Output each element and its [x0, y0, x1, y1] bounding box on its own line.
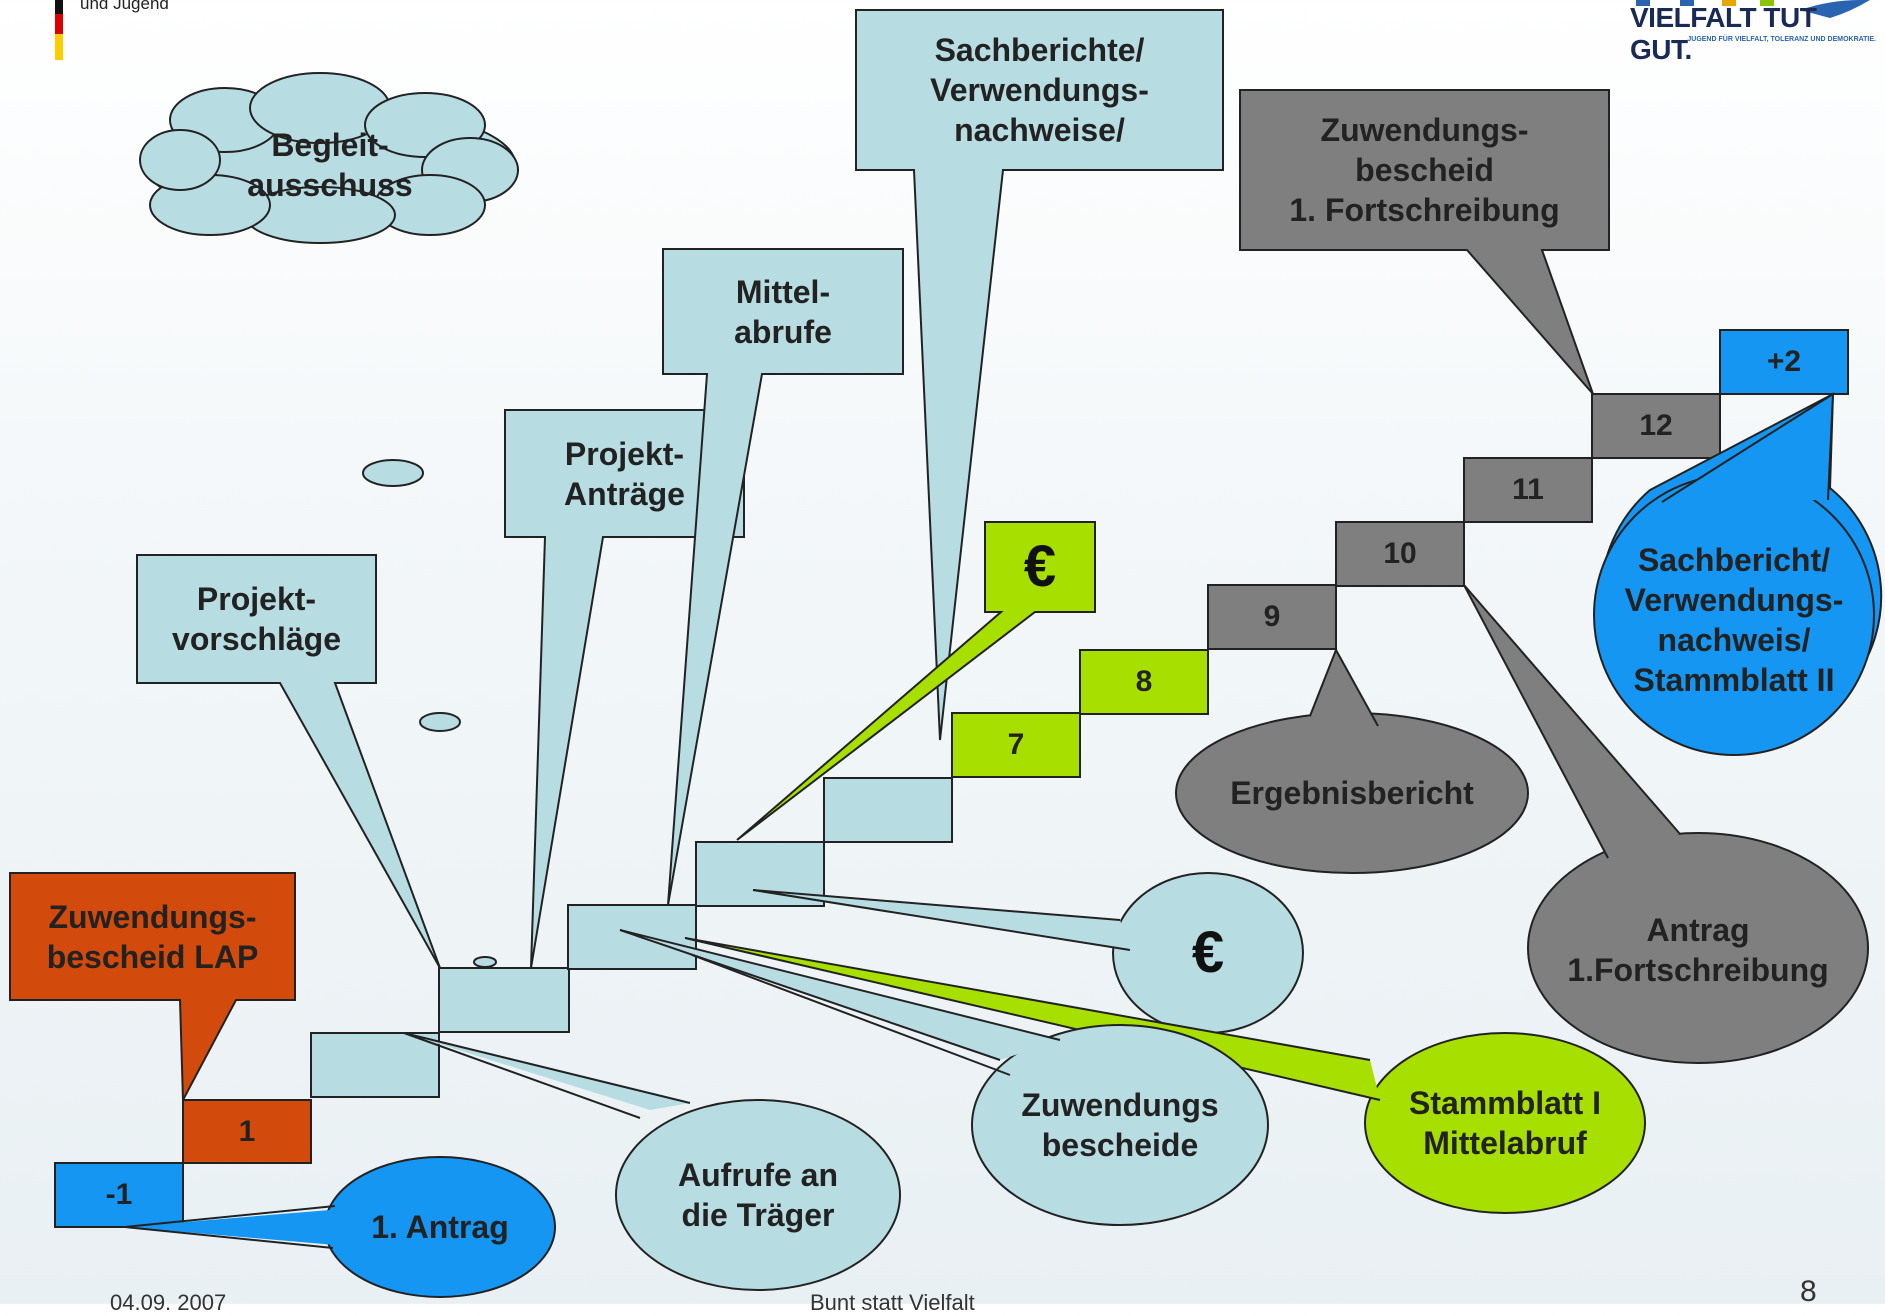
federal-logo-stripes [55, 0, 63, 60]
callout-aufrufe-pointer [404, 1033, 690, 1110]
step-minus1 [54, 1162, 184, 1228]
step-minus1-label: -1 [105, 1178, 133, 1212]
callout-zuwendungsbescheid-lap-shape [9, 872, 296, 1104]
vielfalt-logo: VIELFALT TUT GUT. JUGEND FÜR VIELFALT, T… [1630, 0, 1880, 65]
callout-ergebnisbericht-pointer [1310, 650, 1378, 726]
callout-zuwendungsbescheide-ellipse [971, 1024, 1269, 1226]
callout-erster-antrag-pointer-outline [124, 1205, 336, 1249]
vielfalt-logo-graphic [1636, 0, 1870, 18]
step-9-label: 9 [1263, 600, 1281, 634]
step-12 [1591, 393, 1721, 459]
callout-antrag-fort-pointer [1464, 585, 1680, 858]
step-blank-a [310, 1032, 440, 1098]
federal-logo-text: und Jugend [80, 0, 169, 13]
callout-sachbericht-ii-pointer-outline [1661, 392, 1835, 503]
callout-sachberichte-shape [855, 9, 1224, 741]
callout-erster-antrag-pointer [125, 1210, 335, 1245]
step-blank-c [567, 904, 697, 970]
step-8 [1079, 649, 1209, 715]
callout-projektantraege-text: Projekt- Anträge [564, 435, 685, 512]
vielfalt-logo-subtitle: JUGEND FÜR VIELFALT, TOLERANZ UND DEMOKR… [1687, 36, 1876, 43]
callout-projektvorschlaege-text: Projekt- vorschläge [172, 581, 341, 657]
step-plus2 [1719, 329, 1849, 395]
callout-zuwendungsbescheid-lap-text: Zuwendungs- bescheid LAP [46, 898, 259, 975]
callout-zuwendungsbescheide-text: Zuwendungs bescheide [1021, 1087, 1219, 1163]
callout-ergebnisbericht-text: Ergebnisbericht [1230, 775, 1474, 811]
step-10-label: 10 [1383, 537, 1417, 571]
callout-antrag-fort-ellipse [1527, 832, 1869, 1064]
footer-page-number: 8 [1800, 1275, 1817, 1308]
step-blank-b [438, 967, 570, 1033]
callout-mittelabrufe-text: Mittel- abrufe [734, 273, 832, 350]
footer-date: 04.09. 2007 [110, 1290, 227, 1315]
callout-zuwendungsbescheide-pointer-outline-2 [691, 954, 1011, 1076]
callout-aufrufe-pointer-outline [403, 1032, 691, 1119]
callout-zuwendungsbescheide-pointer [620, 930, 1060, 1060]
callout-euro-top-text: € [1023, 533, 1057, 599]
step-7 [951, 712, 1081, 778]
step-10 [1335, 521, 1465, 587]
callout-zuwendungsbescheid-fort-shape [1239, 89, 1610, 395]
callout-euro-bottom-text: € [1191, 919, 1225, 985]
callout-antrag-fort-pointer-outline [1463, 584, 1681, 859]
cloud-connector-bubble-2 [419, 712, 461, 732]
callout-stammblatt-i-text: Stammblatt I Mittelabruf [1408, 1085, 1602, 1161]
footer-center: Bunt statt Vielfalt [810, 1290, 975, 1315]
callout-aufrufe-ellipse [615, 1099, 901, 1291]
callout-ergebnisbericht-pointer-outline [1309, 647, 1379, 727]
step-8-label: 8 [1135, 665, 1153, 699]
step-blank-e [823, 777, 953, 843]
callout-mittelabrufe-shape [662, 248, 904, 906]
vielfalt-logo-title: VIELFALT TUT GUT. [1630, 2, 1817, 65]
callout-begleitausschuss-text: Begleit- ausschuss [247, 127, 413, 203]
step-11-label: 11 [1512, 473, 1544, 507]
step-1-label: 1 [238, 1114, 256, 1148]
callout-zuwendungsbescheid-fort-text: Zuwendungs- bescheid 1. Fortschreibung [1289, 112, 1560, 228]
step-1 [182, 1099, 312, 1164]
callout-aufrufe-text: Aufrufe an die Träger [678, 1157, 838, 1233]
callout-zuwendungsbescheide-pointer-outline [619, 929, 1061, 1061]
step-12-label: 12 [1639, 409, 1673, 443]
step-11 [1463, 457, 1593, 523]
callout-antrag-fort-text: Antrag 1.Fortschreibung [1567, 912, 1829, 988]
callout-stammblatt-i-ellipse [1364, 1032, 1646, 1214]
callout-projektvorschlaege-shape [136, 554, 441, 969]
step-plus2-label: +2 [1766, 345, 1802, 379]
callout-euro-top-shape [736, 521, 1096, 841]
callout-sachbericht-ii-text: Sachbericht/ Verwendungs- nachweis/ Stam… [1624, 542, 1844, 698]
callout-euro-bottom-pointer-outline [752, 889, 1131, 951]
cloud-connector-bubble-3 [473, 956, 497, 968]
callout-begleitausschuss-cloud [139, 72, 519, 244]
callout-sachberichte-text: Sachberichte/ Verwendungs- nachweise/ [930, 32, 1149, 148]
step-9 [1207, 584, 1337, 650]
cloud-connector-bubble-1 [362, 459, 424, 487]
step-7-label: 7 [1007, 728, 1025, 762]
callout-erster-antrag-text: 1. Antrag [371, 1209, 509, 1245]
